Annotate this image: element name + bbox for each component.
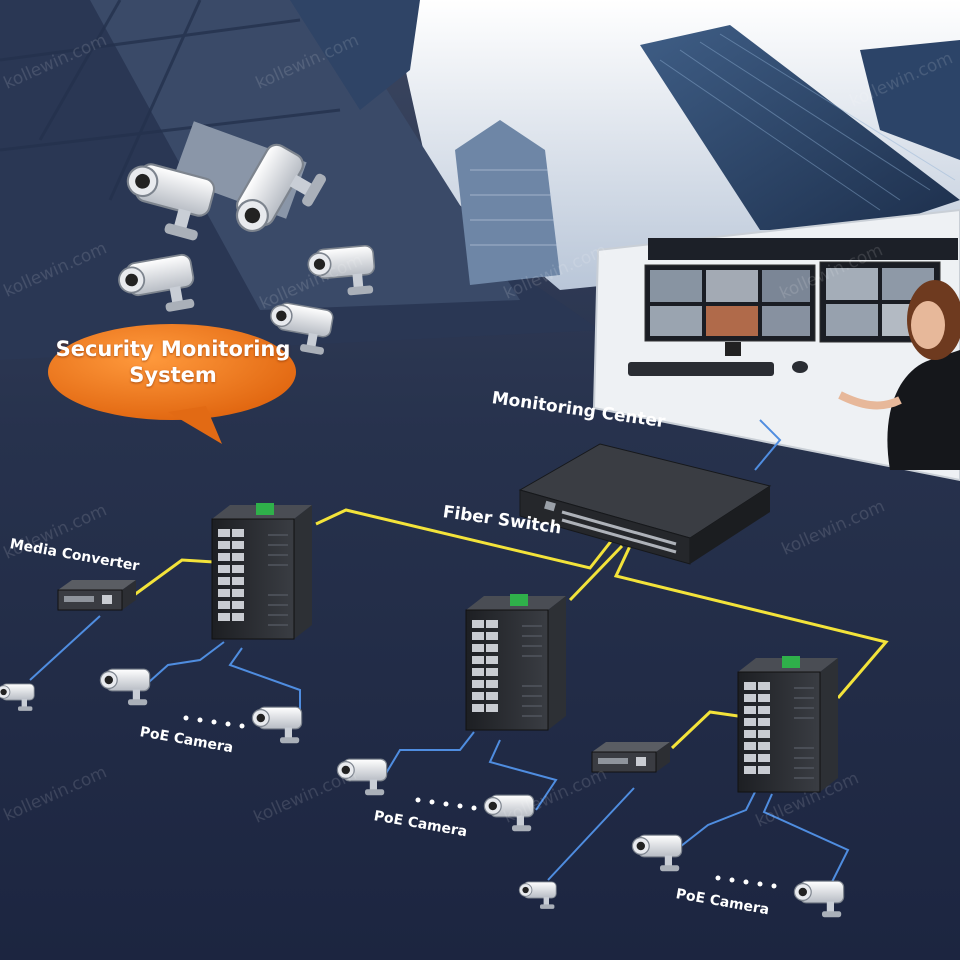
- camera-ellipsis-dots: [183, 715, 777, 889]
- security-monitoring-bubble: [48, 324, 296, 444]
- surveillance-camera-cluster: [115, 121, 378, 357]
- ethernet-links: [29, 419, 850, 887]
- industrial-poe-switch-center: [465, 593, 567, 731]
- fiber-link-media-converter-left: [129, 558, 215, 600]
- fiber-switch-device: [518, 443, 772, 677]
- banner-title: Security Monitoring System: [52, 336, 294, 388]
- media-converter-left: [57, 579, 137, 611]
- industrial-poe-switch-left: [211, 502, 313, 640]
- fiber-link-center-switch: [568, 544, 624, 602]
- monitoring-center-photo: [592, 208, 960, 482]
- media-converter-center: [591, 741, 671, 773]
- banner-title-line1: Security Monitoring: [55, 337, 291, 361]
- fiber-link-media-converter-right: [670, 710, 739, 750]
- fiber-link-right-switch: [613, 545, 889, 699]
- fiber-link-left-switch: [315, 508, 614, 570]
- fiber-links: [129, 508, 889, 750]
- industrial-poe-switch-right: [737, 655, 839, 793]
- banner-title-line2: System: [129, 363, 217, 387]
